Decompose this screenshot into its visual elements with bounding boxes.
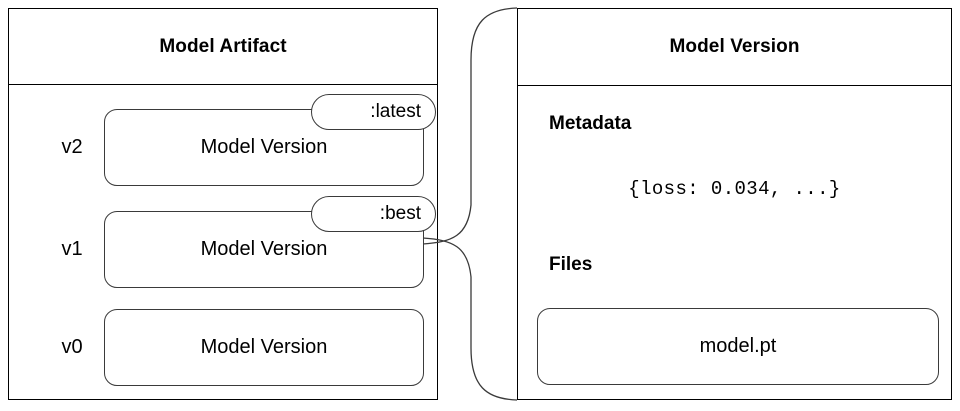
- model-version-body: Metadata {loss: 0.034, ...} Files model.…: [518, 86, 951, 399]
- version-row-v0: v0 Model Version: [9, 309, 437, 386]
- model-artifact-panel: Model Artifact v2 Model Version :latest …: [8, 8, 438, 400]
- metadata-heading: Metadata: [549, 113, 632, 134]
- tag-latest[interactable]: :latest: [311, 94, 436, 130]
- metadata-value: {loss: 0.034, ...}: [628, 178, 841, 200]
- model-version-title: Model Version: [518, 9, 951, 86]
- model-artifact-title: Model Artifact: [9, 9, 437, 85]
- model-version-panel: Model Version Metadata {loss: 0.034, ...…: [517, 8, 952, 400]
- version-label-v2: v2: [61, 136, 83, 158]
- files-heading: Files: [549, 254, 593, 275]
- version-label-v1: v1: [61, 238, 83, 260]
- version-row-v1: v1 Model Version :best: [9, 196, 437, 288]
- model-artifact-body: v2 Model Version :latest v1 Model Versio…: [9, 85, 437, 399]
- version-label-v0: v0: [61, 336, 83, 358]
- model-version-box-v0[interactable]: Model Version: [104, 309, 424, 386]
- file-item-model-pt[interactable]: model.pt: [537, 308, 939, 385]
- version-row-v2: v2 Model Version :latest: [9, 94, 437, 186]
- tag-best[interactable]: :best: [311, 196, 436, 232]
